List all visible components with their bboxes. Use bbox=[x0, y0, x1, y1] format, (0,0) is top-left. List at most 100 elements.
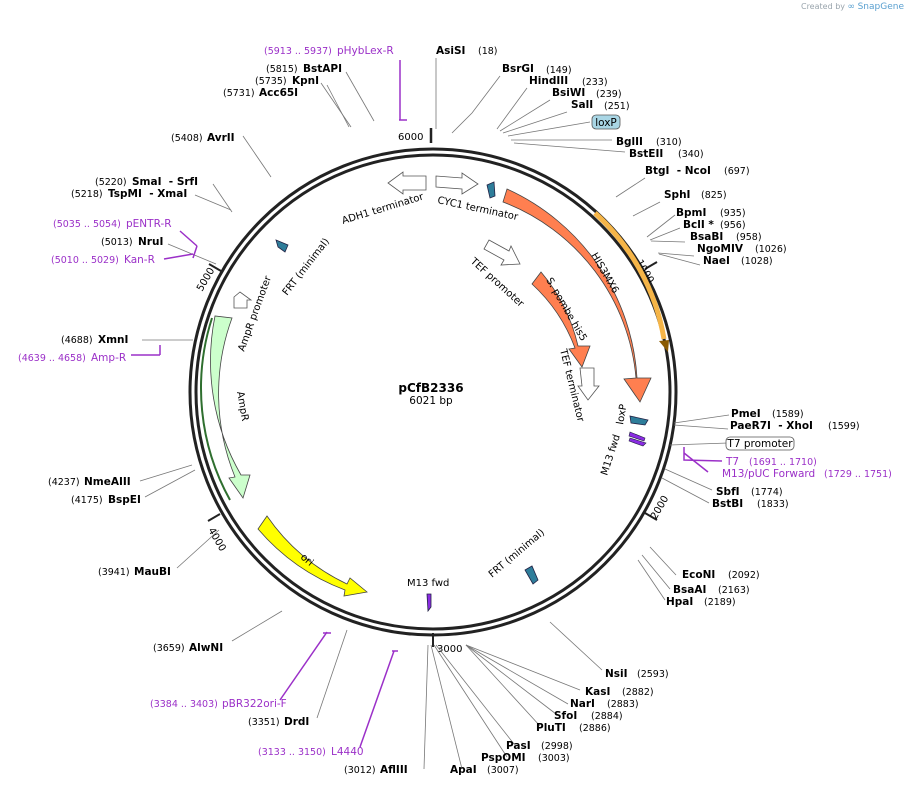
enzyme-maubi-pos: (3941) bbox=[98, 567, 130, 578]
enzyme-bglii-pos: (310) bbox=[656, 137, 682, 148]
tick-1000-mark bbox=[644, 261, 658, 270]
enzyme-paer7i-xhoi-pos: (1599) bbox=[828, 421, 860, 432]
enzyme-kasi: KasI bbox=[585, 686, 610, 698]
primer-phyblex-r: pHybLex-R bbox=[337, 45, 394, 57]
enzyme-econi: EcoNI bbox=[682, 569, 715, 581]
enzyme-bsteii: BstEII bbox=[629, 148, 663, 160]
primer-m13-puc-forward-pos: (1729 .. 1751) bbox=[824, 469, 892, 480]
tick-2000-mark bbox=[644, 512, 658, 521]
enzyme-sfoi-pos: (2884) bbox=[591, 711, 623, 722]
primer-amp-r: Amp-R bbox=[91, 352, 126, 364]
label-m13fwd-bottom: M13 fwd bbox=[407, 578, 449, 589]
enzyme-acc65i-pos: (5731) bbox=[223, 88, 255, 99]
feature-t7-small-arrows bbox=[628, 431, 647, 447]
enzyme-afliii-pos: (3012) bbox=[344, 765, 376, 776]
enzyme-hindiii-pos: (233) bbox=[582, 77, 608, 88]
enzyme-kpni: KpnI bbox=[292, 75, 319, 87]
enzyme-sali-pos: (251) bbox=[604, 101, 630, 112]
enzyme-nmeaiii-pos: (4237) bbox=[48, 477, 80, 488]
enzyme-nari-pos: (2883) bbox=[607, 699, 639, 710]
enzyme-bcli-pos: (956) bbox=[720, 220, 746, 231]
enzyme-drdi: DrdI bbox=[284, 716, 309, 728]
enzyme-nmeaiii: NmeAIII bbox=[84, 476, 131, 488]
feature-tef-terminator-arrow bbox=[577, 367, 600, 401]
credit-brand: SnapGene bbox=[857, 2, 904, 12]
snapgene-logo-icon: ∞ bbox=[847, 2, 856, 12]
tick-4000-mark bbox=[207, 513, 221, 522]
label-ampr-promoter: AmpR promoter bbox=[236, 274, 274, 353]
label-ampr: AmpR bbox=[234, 391, 250, 422]
label-frt-minimal-left: FRT (minimal) bbox=[281, 236, 332, 297]
label-adh1-terminator: ADH1 terminator bbox=[341, 191, 426, 227]
enzyme-naei-pos: (1028) bbox=[741, 256, 773, 267]
enzyme-tspmi-xmai-pos: (5218) bbox=[71, 189, 103, 200]
primer-pentr-r: pENTR-R bbox=[126, 218, 172, 230]
feature-tef-promoter-arrow bbox=[483, 239, 521, 266]
enzyme-smai-srfi: SmaI - SrfI bbox=[132, 176, 198, 188]
enzyme-naei: NaeI bbox=[703, 255, 730, 267]
enzyme-drdi-pos: (3351) bbox=[248, 717, 280, 728]
enzyme-avrii: AvrII bbox=[207, 132, 235, 144]
enzyme-labels: AsiSI (18) BsrGI (149) HindIII (233) Bsi… bbox=[48, 45, 860, 776]
boxed-loxp: loxP bbox=[591, 114, 621, 130]
feature-orf-highlight-arrow bbox=[593, 211, 667, 340]
feature-cyc1-small-arrow bbox=[486, 181, 496, 199]
enzyme-bsrgi: BsrGI bbox=[502, 63, 534, 75]
enzyme-pluti: PluTI bbox=[536, 722, 566, 734]
enzyme-xmni-pos: (4688) bbox=[61, 335, 93, 346]
enzyme-bsteii-pos: (340) bbox=[678, 149, 704, 160]
enzyme-bsabi: BsaBI bbox=[690, 231, 723, 243]
plasmid-name: pCfB2336 bbox=[398, 381, 463, 395]
primer-pentr-r-pos: (5035 .. 5054) bbox=[53, 219, 121, 230]
enzyme-bpmi: BpmI bbox=[676, 207, 706, 219]
enzyme-alwni-pos: (3659) bbox=[153, 643, 185, 654]
plasmid-length: 6021 bp bbox=[409, 395, 453, 407]
feature-ampr-highlight bbox=[200, 317, 231, 501]
enzyme-pmei-pos: (1589) bbox=[772, 409, 804, 420]
enzyme-bsabi-pos: (958) bbox=[736, 232, 762, 243]
enzyme-apai: ApaI bbox=[450, 764, 477, 776]
enzyme-pluti-pos: (2886) bbox=[579, 723, 611, 734]
enzyme-sali: SalI bbox=[571, 99, 593, 111]
primer-kan-r-pos: (5010 .. 5029) bbox=[51, 255, 119, 266]
primer-phyblex-r-pos: (5913 .. 5937) bbox=[264, 46, 332, 57]
enzyme-bsiwi-pos: (239) bbox=[596, 89, 622, 100]
feature-cyc1-terminator-arrow bbox=[435, 172, 479, 195]
enzyme-nari: NarI bbox=[570, 698, 595, 710]
feature-his5-arrow bbox=[531, 271, 591, 368]
enzyme-pmei: PmeI bbox=[731, 408, 761, 420]
enzyme-acc65i: Acc65I bbox=[259, 87, 298, 99]
feature-adh1-terminator-arrow bbox=[387, 171, 427, 195]
enzyme-asisi: AsiSI bbox=[436, 45, 465, 57]
enzyme-alwni: AlwNI bbox=[189, 642, 223, 654]
enzyme-tspmi-xmai: TspMI - XmaI bbox=[108, 188, 187, 200]
leader-lines bbox=[139, 58, 730, 770]
enzyme-ngomiv-pos: (1026) bbox=[755, 244, 787, 255]
enzyme-nsii: NsiI bbox=[605, 668, 628, 680]
enzyme-pasi: PasI bbox=[506, 740, 531, 752]
boxed-t7-promoter-label: T7 promoter bbox=[726, 438, 793, 450]
enzyme-btgi-ncoi-pos: (697) bbox=[724, 166, 750, 177]
boxed-loxp-label: loxP bbox=[595, 117, 617, 129]
enzyme-sbfi-pos: (1774) bbox=[751, 487, 783, 498]
enzyme-pspomi-pos: (3003) bbox=[538, 753, 570, 764]
label-loxp-inner: loxP bbox=[615, 403, 629, 425]
tick-6000: 6000 bbox=[398, 132, 423, 143]
feature-ampr-arrow bbox=[210, 315, 251, 499]
feature-orf-highlight-head bbox=[659, 340, 669, 352]
label-frt-minimal-right: FRT (minimal) bbox=[487, 527, 547, 580]
enzyme-nsii-pos: (2593) bbox=[637, 669, 669, 680]
enzyme-pspomi: PspOMI bbox=[481, 752, 526, 764]
enzyme-bsaai-pos: (2163) bbox=[718, 585, 750, 596]
label-his3mx6: HIS3MX6 bbox=[588, 251, 620, 295]
enzyme-hindiii: HindIII bbox=[529, 75, 568, 87]
feature-loxp-arrow bbox=[629, 415, 649, 426]
enzyme-sphi-pos: (825) bbox=[701, 190, 727, 201]
enzyme-maubi: MauBI bbox=[134, 566, 171, 578]
primer-pbr322ori-f-pos: (3384 .. 3403) bbox=[150, 699, 218, 710]
primer-t7-pos: (1691 .. 1710) bbox=[749, 457, 817, 468]
enzyme-sfoi: SfoI bbox=[554, 710, 577, 722]
primer-amp-r-pos: (4639 .. 4658) bbox=[18, 353, 86, 364]
feature-m13fwd-arrow bbox=[426, 593, 432, 613]
